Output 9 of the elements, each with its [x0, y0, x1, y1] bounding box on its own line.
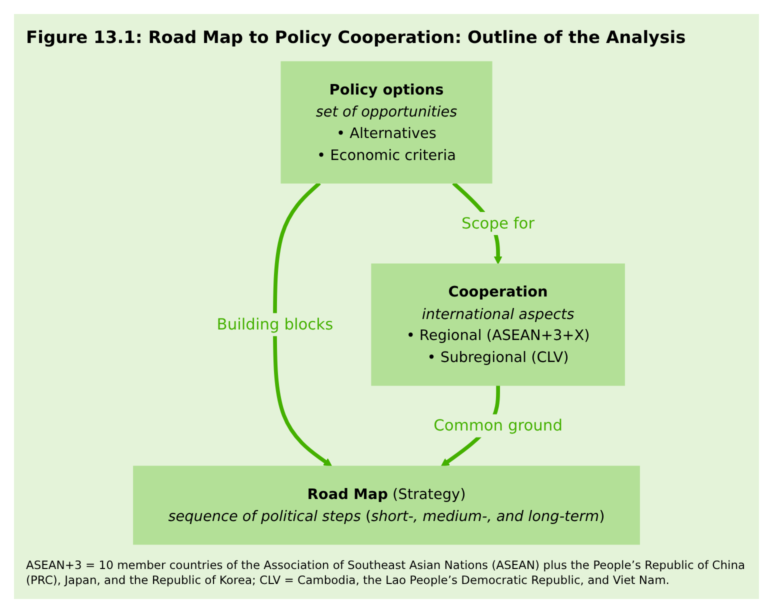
node-box: Cooperation international aspects • Regional (ASEAN+3+X) • Subregional (CLV): [371, 264, 625, 386]
caption: ASEAN+3 = 10 member countries of the Association of Southeast Asian Nations (ASEAN) plus the People’s Republic of China (PRC), Japan, and the Republic of Korea; CLV = Cambodia, the Lao People’s Democratic Republic, and Viet Nam.: [26, 558, 746, 589]
node-box: Road Map (Strategy) sequence of political steps (short-, medium-, and long-term): [133, 466, 640, 545]
edge-label: Scope for: [462, 214, 535, 232]
figure-title: Figure 13.1: Road Map to Policy Cooperation: Outline of the Analysis: [26, 28, 687, 48]
arrow: [273, 182, 332, 467]
edge-label: Building blocks: [216, 315, 334, 334]
edge-label: Common ground: [434, 416, 562, 434]
node-box: Policy options set of opportunities • Alternatives • Economic criteria: [280, 61, 492, 184]
